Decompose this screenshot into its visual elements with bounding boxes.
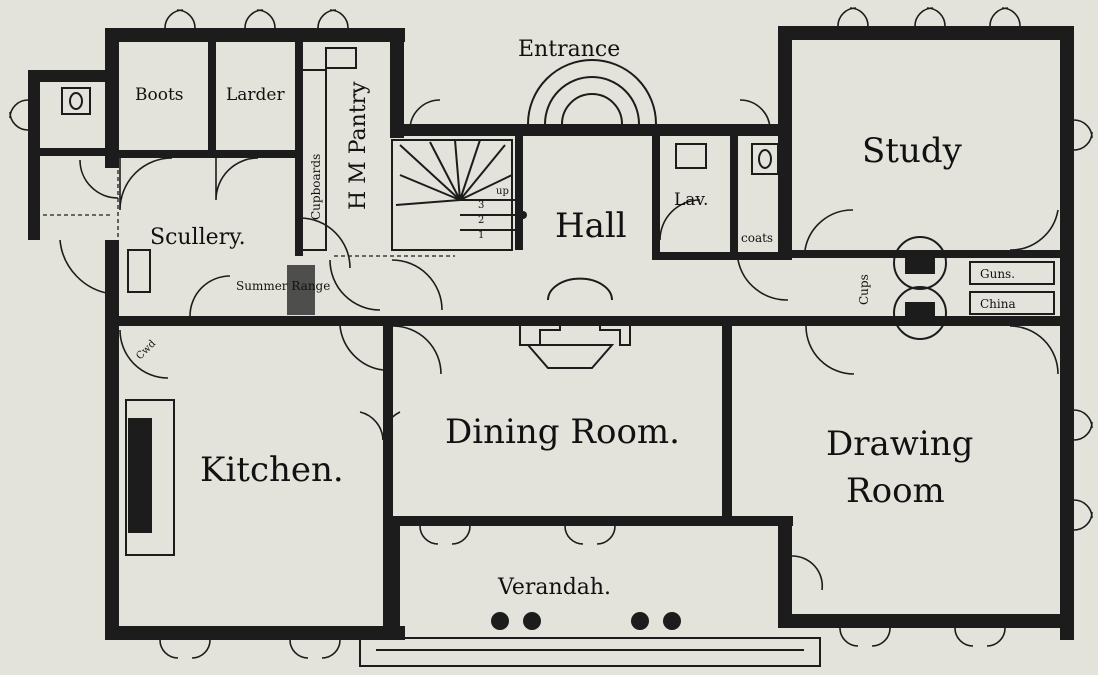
outer-walls [28, 26, 1074, 640]
label-cwd: Cwd [134, 338, 158, 362]
label-room: Room [846, 471, 945, 511]
label-kitchen: Kitchen. [200, 450, 344, 490]
label-coats: coats [741, 231, 773, 245]
label-drawing: Drawing [826, 424, 973, 464]
label-guns: Guns. [980, 267, 1015, 281]
label-boots: Boots [135, 85, 184, 105]
label-step-3: 3 [478, 200, 484, 211]
label-step-1: 1 [478, 230, 484, 241]
label-cupboards: Cupboards [309, 154, 323, 220]
label-scullery: Scullery. [150, 225, 246, 250]
label-cups: Cups [857, 274, 871, 305]
label-step-2: 2 [478, 215, 484, 226]
label-lav: Lav. [674, 190, 708, 210]
room-labels: Entrance Boots Larder H M Pantry Cupboar… [134, 37, 1015, 600]
label-verandah: Verandah. [497, 575, 611, 600]
label-entrance: Entrance [518, 37, 620, 62]
windows [9, 7, 1093, 659]
label-china: China [980, 297, 1016, 311]
label-dining-room: Dining Room. [445, 412, 680, 452]
fixtures [61, 47, 1055, 667]
label-larder: Larder [226, 85, 285, 105]
staircase [391, 139, 527, 251]
label-study: Study [862, 131, 963, 171]
door-swings [59, 99, 1059, 591]
label-stair-up: up [496, 186, 509, 197]
label-summer-range: Summer Range [236, 279, 330, 293]
label-hall: Hall [555, 206, 627, 246]
label-hm-pantry: H M Pantry [346, 81, 371, 210]
